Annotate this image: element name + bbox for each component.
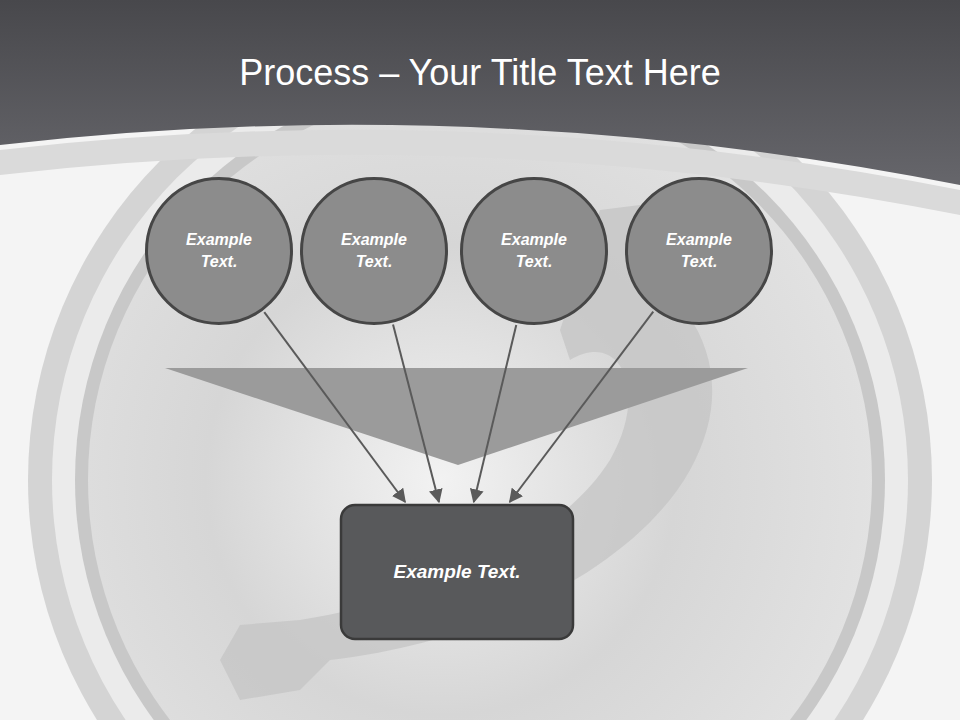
header-band <box>0 0 960 185</box>
slide-title: Process – Your Title Text Here <box>0 52 960 94</box>
node-outline <box>300 177 448 325</box>
process-circle: Example Text. <box>460 177 608 325</box>
result-box: Example Text. <box>340 504 574 640</box>
node-outline <box>625 177 773 325</box>
node-label: Example Text. <box>649 229 749 274</box>
disc <box>88 88 872 720</box>
process-circle: Example Text. <box>145 177 293 325</box>
node-label: Example Text. <box>352 559 562 586</box>
node-outline <box>460 177 608 325</box>
node-outline <box>145 177 293 325</box>
flow-connector <box>393 325 439 502</box>
process-circle: Example Text. <box>300 177 448 325</box>
circle-shape <box>462 179 607 324</box>
process-circle: Example Text. <box>625 177 773 325</box>
flow-connector <box>510 312 653 502</box>
circle-shape <box>147 179 292 324</box>
node-label: Example Text. <box>324 229 424 274</box>
node-label: Example Text. <box>169 229 269 274</box>
funnel-arrow <box>165 368 748 465</box>
circle-shape <box>302 179 447 324</box>
flow-connector <box>264 312 405 502</box>
circle-shape <box>627 179 772 324</box>
flow-connector <box>474 325 516 502</box>
node-label: Example Text. <box>484 229 584 274</box>
box-shape <box>341 505 573 639</box>
